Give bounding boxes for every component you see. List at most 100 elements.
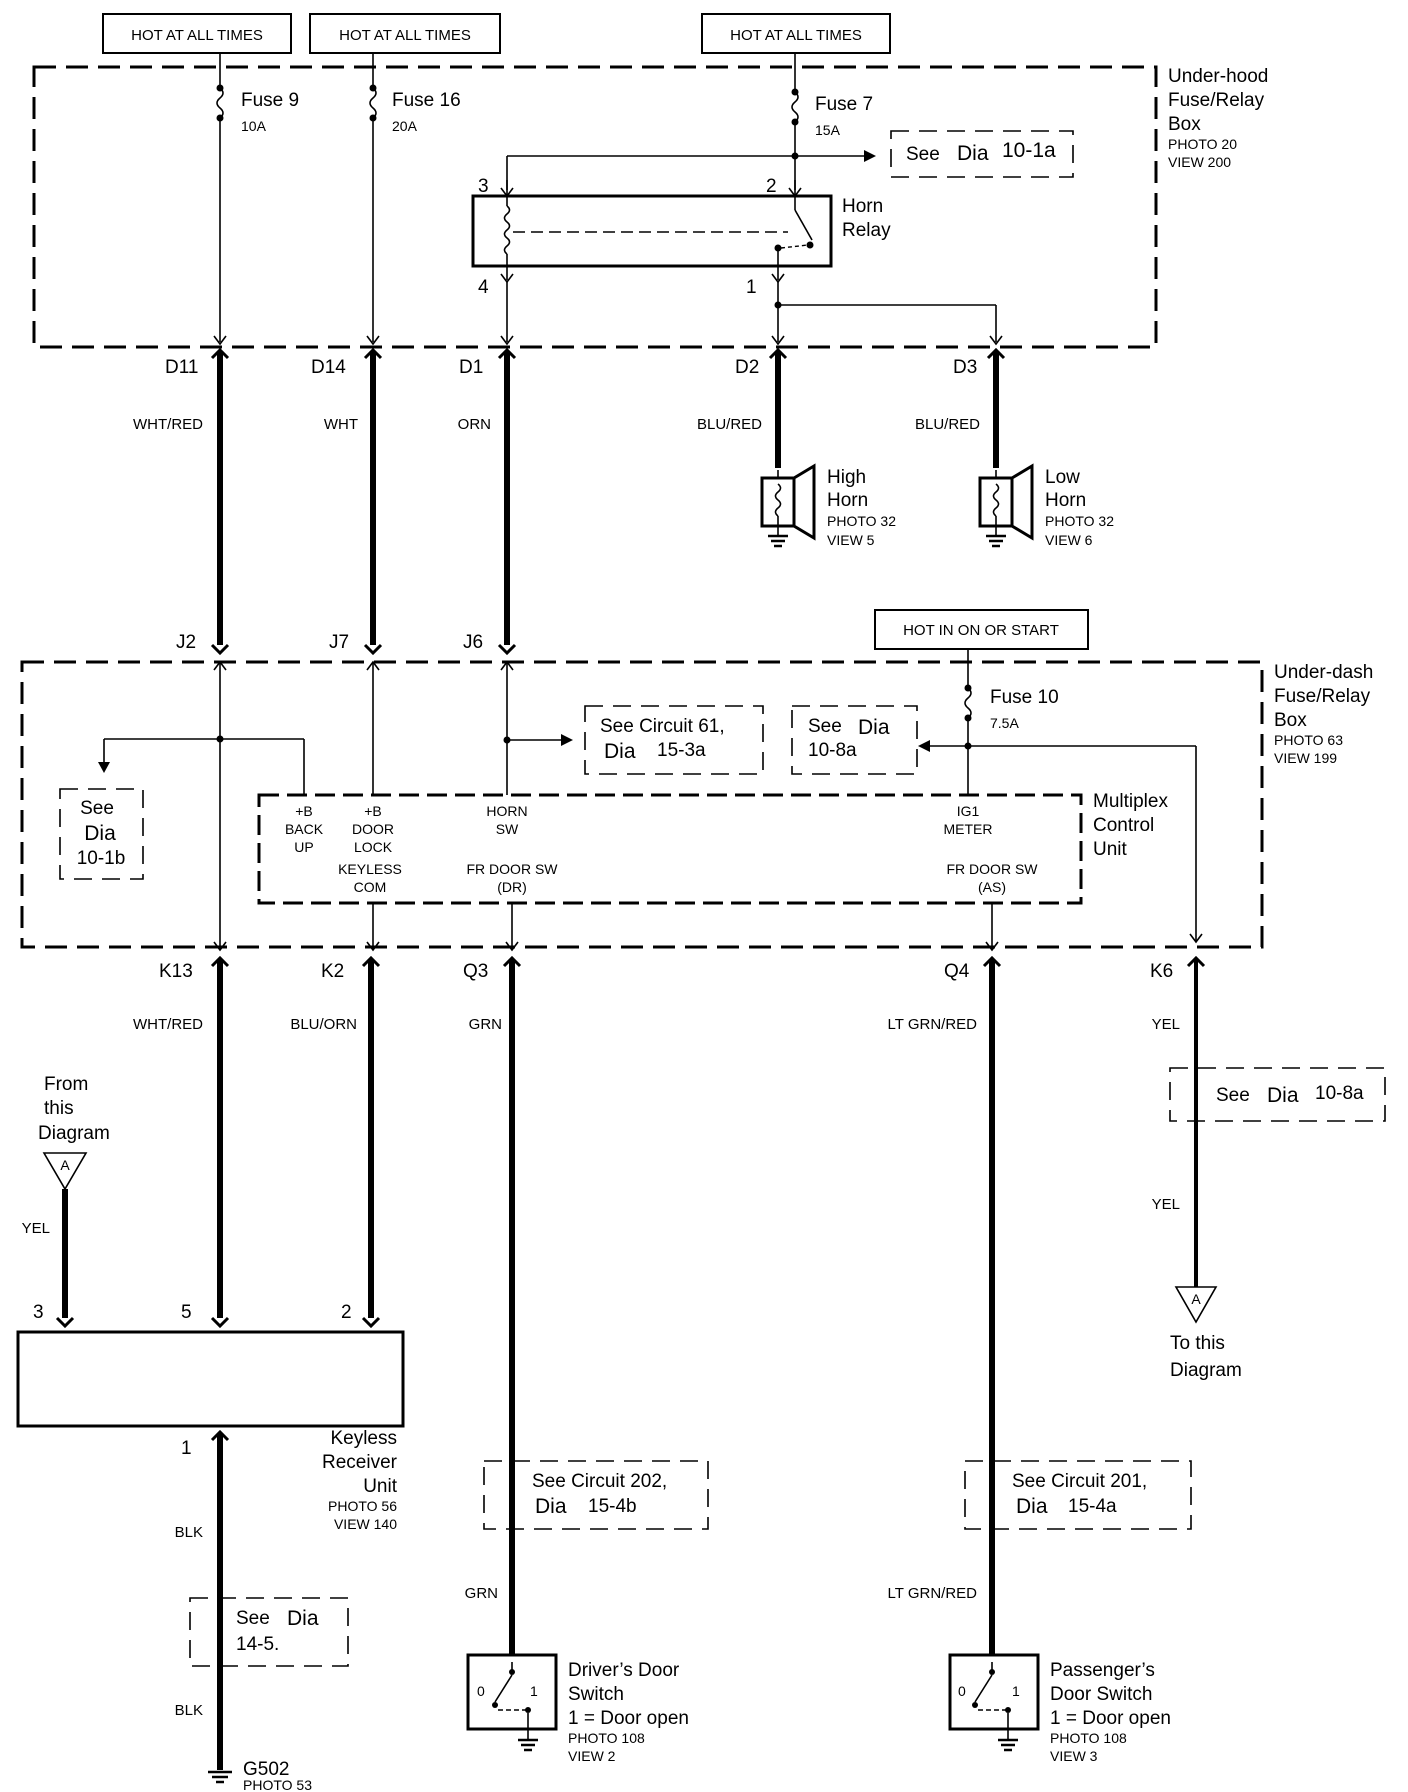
svg-text:Box: Box	[1274, 710, 1307, 731]
svg-text:Horn: Horn	[827, 490, 868, 511]
svg-text:Dia: Dia	[1016, 1495, 1048, 1518]
svg-text:YEL: YEL	[1152, 1016, 1180, 1033]
svg-text:Driver’s Door: Driver’s Door	[568, 1660, 680, 1681]
svg-text:BLU/RED: BLU/RED	[915, 416, 980, 433]
svg-text:14-5.: 14-5.	[236, 1634, 279, 1655]
svg-text:Dia: Dia	[604, 740, 636, 763]
wire-blue-orange-lower: BLU/ORN	[290, 955, 381, 1329]
high-horn: High Horn PHOTO 32 VIEW 5	[760, 463, 896, 548]
to-this-diagram-a: A To this Diagram	[1170, 1286, 1242, 1381]
svg-text:1 = Door open: 1 = Door open	[1050, 1708, 1171, 1729]
svg-text:A: A	[1191, 1291, 1201, 1307]
svg-text:(AS): (AS)	[978, 879, 1006, 895]
svg-text:VIEW 199: VIEW 199	[1274, 750, 1337, 766]
svg-text:Switch: Switch	[568, 1684, 624, 1705]
svg-text:15-3a: 15-3a	[657, 740, 706, 761]
svg-text:PHOTO 32: PHOTO 32	[1045, 513, 1114, 529]
svg-text:From: From	[44, 1074, 88, 1095]
ref-dia-10-1b: See Dia 10-1b	[59, 788, 144, 880]
wire-white-red-upper: WHT/RED	[133, 347, 230, 656]
svg-text:1: 1	[530, 1683, 538, 1699]
svg-text:BLU/RED: BLU/RED	[697, 416, 762, 433]
svg-text:HOT AT ALL TIMES: HOT AT ALL TIMES	[730, 27, 862, 44]
svg-text:KEYLESS: KEYLESS	[338, 861, 402, 877]
svg-text:See: See	[1216, 1085, 1250, 1106]
svg-text:PHOTO 53: PHOTO 53	[243, 1777, 312, 1792]
svg-text:15-4a: 15-4a	[1068, 1496, 1117, 1517]
svg-text:Dia: Dia	[858, 716, 890, 739]
svg-text:1 = Door open: 1 = Door open	[568, 1708, 689, 1729]
svg-text:UP: UP	[294, 839, 313, 855]
svg-text:Fuse 10: Fuse 10	[990, 687, 1059, 708]
connector-Q3: Q3	[463, 961, 488, 982]
svg-text:PHOTO 108: PHOTO 108	[1050, 1730, 1127, 1746]
svg-text:BLK: BLK	[175, 1702, 203, 1719]
svg-text:10-1b: 10-1b	[77, 848, 126, 869]
svg-text:LT GRN/RED: LT GRN/RED	[888, 1585, 978, 1602]
svg-text:5: 5	[181, 1302, 192, 1323]
svg-text:DOOR: DOOR	[352, 821, 394, 837]
svg-text:PHOTO 108: PHOTO 108	[568, 1730, 645, 1746]
svg-text:Unit: Unit	[1093, 839, 1128, 860]
connector-D2: D2	[735, 357, 759, 378]
svg-text:PHOTO 63: PHOTO 63	[1274, 732, 1343, 748]
wire-yellow-to-diagram: YEL YEL	[1152, 955, 1206, 1295]
svg-text:1: 1	[1012, 1683, 1020, 1699]
svg-text:See: See	[236, 1608, 270, 1629]
svg-text:PHOTO 56: PHOTO 56	[328, 1498, 397, 1514]
svg-text:Fuse/Relay: Fuse/Relay	[1168, 90, 1265, 111]
svg-text:20A: 20A	[392, 118, 418, 134]
connector-D14: D14	[311, 357, 346, 378]
ref-circuit-61-dia-15-3a: See Circuit 61, Dia 15-3a	[584, 705, 764, 775]
connector-D1: D1	[459, 357, 483, 378]
wire-lt-green-red-passenger: LT GRN/RED LT GRN/RED	[888, 955, 1002, 1664]
svg-text:1: 1	[181, 1438, 192, 1459]
svg-text:VIEW 2: VIEW 2	[568, 1748, 616, 1764]
svg-text:Under-dash: Under-dash	[1274, 662, 1373, 683]
drivers-door-switch: 0 1 Driver’s Door Switch 1 = Door open P…	[466, 1653, 689, 1764]
svg-text:YEL: YEL	[1152, 1196, 1180, 1213]
svg-text:10A: 10A	[241, 118, 267, 134]
connector-K13: K13	[159, 961, 193, 982]
svg-text:HOT AT ALL TIMES: HOT AT ALL TIMES	[339, 27, 471, 44]
fuse-10: Fuse 10 7.5A	[918, 649, 1203, 944]
svg-text:BLU/ORN: BLU/ORN	[290, 1016, 357, 1033]
ref-dia-10-8a-inside: See Dia 10-8a	[791, 705, 918, 775]
wire-blue-red-low-horn: BLU/RED	[915, 347, 1006, 468]
svg-text:See Circuit 201,: See Circuit 201,	[1012, 1471, 1147, 1492]
svg-text:VIEW 140: VIEW 140	[334, 1516, 397, 1532]
connector-J2: J2	[176, 632, 196, 653]
svg-text:Door Switch: Door Switch	[1050, 1684, 1152, 1705]
ref-circuit-202-dia-15-4b: See Circuit 202, Dia 15-4b	[483, 1460, 709, 1530]
svg-text:this: this	[44, 1098, 74, 1119]
connector-D11: D11	[165, 357, 198, 378]
svg-text:Unit: Unit	[363, 1476, 398, 1497]
connector-K2: K2	[321, 961, 344, 982]
svg-text:2: 2	[766, 176, 777, 197]
svg-text:GRN: GRN	[469, 1016, 502, 1033]
svg-text:BACK: BACK	[285, 821, 324, 837]
svg-text:10-1a: 10-1a	[1002, 139, 1056, 162]
hot-label-4: HOT IN ON OR START	[874, 609, 1089, 650]
svg-text:10-8a: 10-8a	[1315, 1083, 1364, 1104]
svg-text:Fuse 16: Fuse 16	[392, 90, 461, 111]
svg-text:WHT/RED: WHT/RED	[133, 1016, 203, 1033]
svg-text:See Circuit 61,: See Circuit 61,	[600, 716, 725, 737]
underhood-box-label: Under-hood Fuse/Relay Box PHOTO 20 VIEW …	[1168, 66, 1268, 170]
svg-text:1: 1	[746, 277, 757, 298]
svg-text:VIEW 3: VIEW 3	[1050, 1748, 1098, 1764]
svg-text:YEL: YEL	[22, 1220, 50, 1237]
svg-text:15A: 15A	[815, 122, 841, 138]
fuse-7: Fuse 7 15A	[506, 53, 876, 190]
underhood-fuse-relay-box	[32, 65, 1158, 349]
svg-text:Fuse 7: Fuse 7	[815, 94, 873, 115]
svg-text:Dia: Dia	[287, 1607, 319, 1630]
svg-text:PHOTO 20: PHOTO 20	[1168, 136, 1237, 152]
svg-text:G502: G502	[243, 1759, 289, 1780]
keyless-receiver-unit: 3 5 2 1 Keyless Receiver Unit PHOTO 56 V…	[16, 1302, 405, 1532]
svg-text:4: 4	[478, 277, 489, 298]
svg-text:See Circuit 202,: See Circuit 202,	[532, 1471, 667, 1492]
hot-label-2: HOT AT ALL TIMES	[309, 13, 501, 54]
svg-text:Horn: Horn	[842, 196, 883, 217]
